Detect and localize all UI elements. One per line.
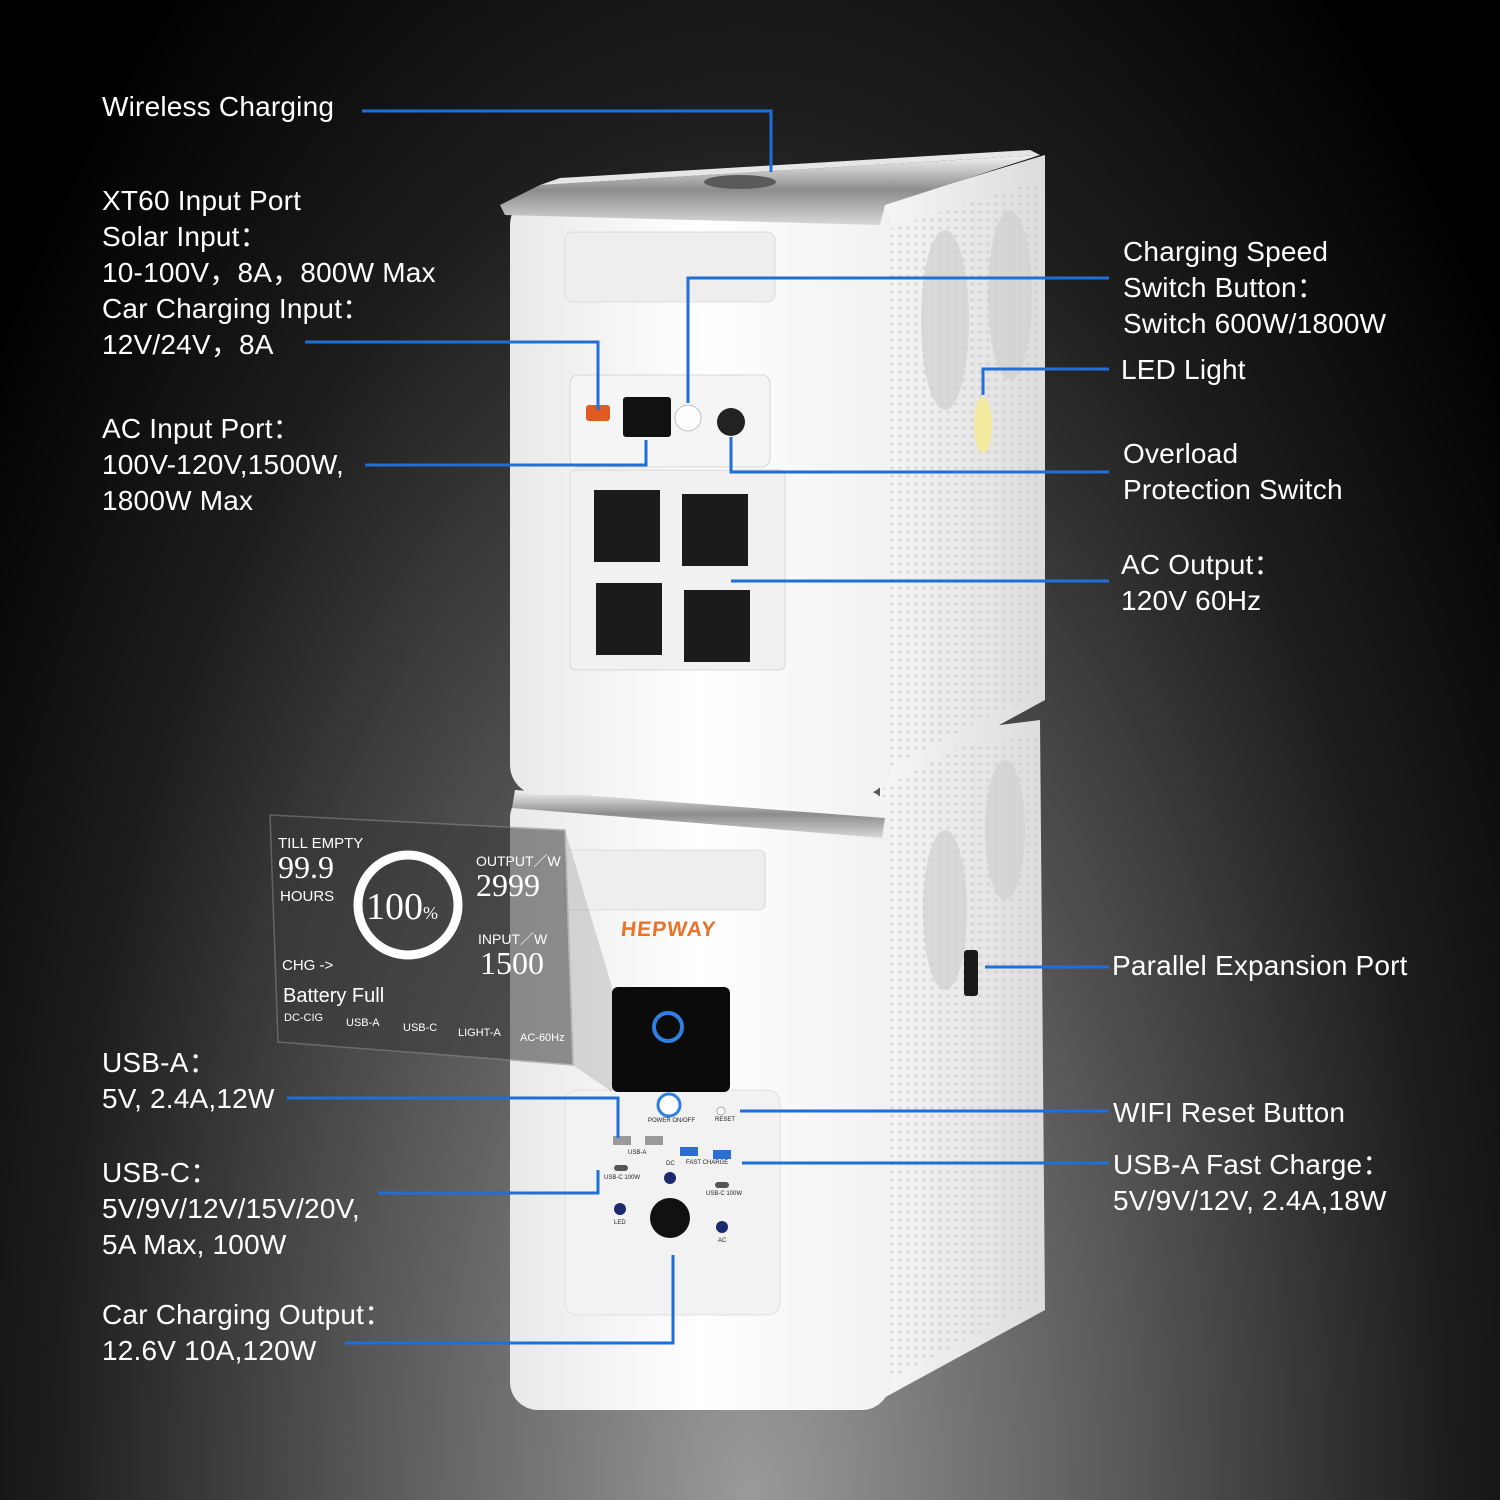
dc-label: DC	[666, 1161, 675, 1167]
label-usb-c: USB-C： 5V/9V/12V/15V/20V, 5A Max, 100W	[102, 1155, 360, 1263]
label-line: USB-A：	[102, 1047, 217, 1078]
label-usb-a-fast-charge: USB-A Fast Charge： 5V/9V/12V, 2.4A,18W	[1113, 1147, 1390, 1219]
label-line: Car Charging Output：	[102, 1299, 393, 1330]
label-parallel-expansion-port: Parallel Expansion Port	[1112, 948, 1408, 984]
label-line: Car Charging Input：	[102, 293, 371, 324]
label-line: Solar Input：	[102, 221, 268, 252]
label-ac-output: AC Output： 120V 60Hz	[1121, 547, 1282, 619]
label-line: 5V, 2.4A,12W	[102, 1083, 275, 1114]
label-line: 10-100V，8A，800W Max	[102, 257, 436, 288]
label-line: 12.6V 10A,120W	[102, 1335, 317, 1366]
usb-c-left-label: USB-C 100W	[604, 1175, 641, 1181]
upper-unit	[500, 150, 1045, 795]
indicator-light-a: LIGHT-A	[458, 1027, 501, 1039]
label-line: 12V/24V，8A	[102, 329, 274, 360]
label-line: Overload	[1123, 438, 1239, 469]
lower-unit	[510, 720, 1045, 1410]
label-led-light: LED Light	[1121, 352, 1246, 388]
input-value: 1500	[480, 945, 544, 981]
label-ac-input: AC Input Port： 100V-120V,1500W, 1800W Ma…	[102, 411, 344, 519]
label-line: Protection Switch	[1123, 474, 1343, 505]
label-line: 5V/9V/12V/15V/20V,	[102, 1193, 360, 1224]
hours-label: HOURS	[280, 888, 335, 905]
leader-lines	[287, 109, 1109, 1345]
input-label: INPUT／W	[478, 931, 548, 947]
label-line: 5V/9V/12V, 2.4A,18W	[1113, 1185, 1387, 1216]
label-line: 100V-120V,1500W,	[102, 449, 344, 480]
label-charging-speed-switch: Charging Speed Switch Button： Switch 600…	[1123, 234, 1386, 342]
label-line: AC Output：	[1121, 549, 1282, 580]
reset-label: RESET	[715, 1117, 736, 1123]
label-usb-a: USB-A： 5V, 2.4A,12W	[102, 1045, 275, 1117]
label-line: WIFI Reset Button	[1113, 1097, 1346, 1128]
ac-port-label: AC	[718, 1238, 727, 1244]
label-line: USB-C：	[102, 1157, 219, 1188]
power-button-label: POWER ON/OFF	[648, 1118, 695, 1124]
usb-c-right-label: USB-C 100W	[706, 1191, 743, 1197]
label-line: AC Input Port：	[102, 413, 301, 444]
indicator-usb-c: USB-C	[403, 1022, 438, 1034]
label-line: Wireless Charging	[102, 91, 335, 122]
display-callout: TILL EMPTY 99.9 HOURS 100% OUTPUT／W 2999…	[270, 815, 570, 1065]
label-wireless-charging: Wireless Charging	[102, 89, 334, 125]
hours-value: 99.9	[278, 849, 334, 885]
label-wifi-reset-button: WIFI Reset Button	[1113, 1095, 1345, 1131]
label-line: Charging Speed	[1123, 236, 1329, 267]
output-label: OUTPUT／W	[476, 853, 561, 869]
chg-label: CHG ->	[282, 957, 334, 974]
label-line: XT60 Input Port	[102, 185, 302, 216]
label-overload-protection: Overload Protection Switch	[1123, 436, 1343, 508]
indicator-ac: AC-60Hz	[520, 1032, 565, 1044]
output-value: 2999	[476, 867, 540, 903]
led-port-label: LED	[614, 1220, 626, 1226]
label-line: 120V 60Hz	[1121, 585, 1262, 616]
percent-sign: %	[423, 903, 438, 923]
label-line: 1800W Max	[102, 485, 254, 516]
indicator-dc-cig: DC-CIG	[284, 1012, 324, 1024]
label-line: Switch 600W/1800W	[1123, 308, 1387, 339]
indicator-usb-a: USB-A	[346, 1017, 380, 1029]
usb-a-port-label: USB-A	[628, 1150, 647, 1156]
label-line: Parallel Expansion Port	[1112, 950, 1408, 981]
label-car-charging-output: Car Charging Output： 12.6V 10A,120W	[102, 1297, 392, 1369]
label-line: 5A Max, 100W	[102, 1229, 287, 1260]
battery-status: Battery Full	[283, 985, 385, 1007]
label-line: Switch Button：	[1123, 272, 1325, 303]
label-line: USB-A Fast Charge：	[1113, 1149, 1391, 1180]
percent-number: 100	[366, 886, 423, 928]
till-empty-label: TILL EMPTY	[278, 835, 364, 852]
label-line: LED Light	[1121, 354, 1246, 385]
fast-charge-port-label: FAST CHARGE	[686, 1160, 729, 1166]
label-xt60-input: XT60 Input Port Solar Input： 10-100V，8A，…	[102, 183, 436, 363]
brand-logo: HEPWAY	[619, 918, 718, 941]
percent-value: 100%	[366, 885, 438, 929]
